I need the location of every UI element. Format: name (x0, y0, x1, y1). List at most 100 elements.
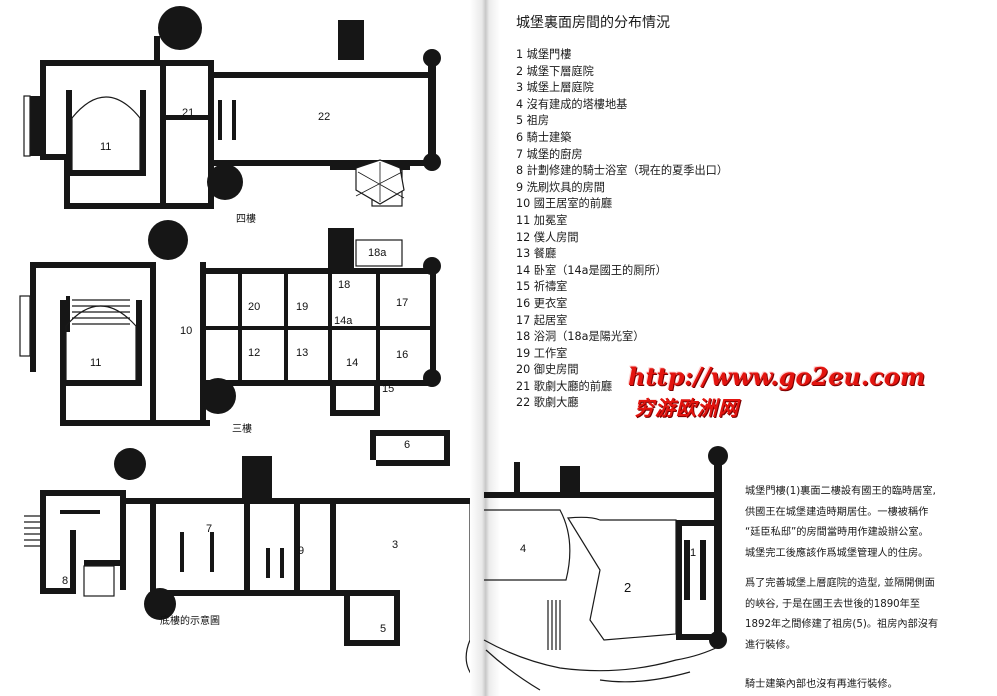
legend-item: 17 起居室 (516, 313, 568, 327)
room-label: 9 (298, 545, 304, 557)
floor-plans: 21 11 22 18a 18 20 19 17 10 14a 12 13 14… (19, 6, 477, 681)
paragraph-knights-house: 騎士建築內部也沒有再進行裝修。 (745, 675, 898, 696)
wall (294, 504, 300, 596)
wall (60, 366, 66, 426)
paragraph-bower: 爲了完善城堡上層庭院的造型, 並隔開側面 的峽谷, 于是在國王去世後的1890年… (745, 574, 938, 656)
paragraph-line: 供國王在城堡建造時期居住。一樓被稱作 (745, 506, 929, 518)
wall (428, 60, 436, 168)
room-label: 14 (346, 357, 358, 369)
wall (376, 274, 380, 380)
room-label: 18 (338, 279, 350, 291)
legend-item: 4 沒有建成的塔樓地基 (516, 97, 628, 111)
room-label: 11 (90, 357, 101, 369)
wall (66, 90, 72, 170)
room-label: 15 (382, 383, 394, 395)
wall (136, 300, 142, 380)
room-label: 20 (248, 301, 260, 313)
legend-item: 16 更衣室 (516, 296, 568, 310)
stair-tower (148, 220, 188, 260)
room-label: 12 (248, 347, 260, 359)
bay-window (355, 162, 405, 202)
paragraph-line: “廷臣私邸”的房間當時用作建設辦公室。 (745, 527, 929, 538)
wall (206, 268, 436, 274)
wall (338, 20, 364, 60)
wall (684, 540, 690, 600)
room-label: 11 (100, 141, 111, 153)
room-label: 4 (520, 543, 526, 555)
wall (140, 90, 146, 170)
paragraph-line: 的峽谷, 于是在國王去世後的1890年至 (745, 598, 921, 610)
watermark-name: 穷游欧洲网 (634, 396, 739, 420)
wall (30, 262, 36, 372)
wall (126, 498, 476, 504)
wall (484, 492, 720, 498)
wall (64, 154, 70, 209)
room-legend: 1 城堡門樓 2 城堡下層庭院 3 城堡上層庭院 4 沒有建成的塔樓地基 5 祖… (516, 47, 728, 412)
room-label: 6 (404, 439, 410, 451)
wall (150, 504, 156, 596)
legend-item: 3 城堡上層庭院 (516, 81, 594, 95)
wall (214, 160, 434, 166)
legend-item: 7 城堡的廚房 (516, 147, 583, 161)
legend-item: 22 歌劇大廳 (516, 396, 579, 410)
wall (214, 72, 434, 78)
room-label: 2 (624, 580, 631, 595)
stairs (24, 515, 40, 547)
wall (150, 262, 156, 426)
wall (40, 60, 160, 66)
room-label: 8 (62, 575, 68, 587)
wall (30, 96, 40, 156)
arch (71, 96, 141, 170)
paragraph-gatehouse: 城堡門樓(1)裏面二樓設有國王的臨時居室, 供國王在城堡建造時期居住。一樓被稱作… (745, 482, 936, 564)
corner-tower (423, 49, 441, 67)
stair-tower (114, 448, 146, 480)
legend-item: 14 卧室（14a是國王的厠所） (516, 263, 667, 277)
room-label: 22 (318, 111, 330, 123)
wall (330, 504, 336, 590)
wall (700, 540, 706, 600)
wall (40, 588, 76, 594)
wall (60, 300, 66, 380)
wall (560, 466, 580, 492)
terrain (483, 639, 721, 672)
paragraph-line: 進行裝修。 (745, 639, 796, 651)
room-label: 19 (296, 301, 308, 313)
legend-item: 13 餐廳 (516, 247, 557, 261)
corner-tower (708, 446, 728, 466)
wall (208, 60, 214, 209)
outline (83, 565, 115, 597)
legend-item: 10 國王居室的前廳 (516, 197, 613, 211)
wall (160, 60, 214, 66)
stair-tower (207, 164, 243, 200)
wall (84, 560, 120, 566)
wall (60, 380, 142, 386)
courtyard-edge (566, 516, 677, 641)
wall (350, 640, 400, 646)
wall (676, 520, 682, 640)
ground-floor-plan (40, 430, 476, 646)
wall (64, 203, 214, 209)
legend-title: 城堡裏面房間的分布情況 (516, 15, 670, 31)
outline (23, 95, 31, 157)
caption-ground-floor: 底樓的示意圖 (160, 614, 220, 627)
wall (676, 520, 716, 526)
wall (154, 36, 160, 66)
wall (180, 532, 184, 572)
outline (355, 239, 403, 267)
corner-tower (423, 257, 441, 275)
wall (70, 530, 76, 594)
wall (380, 326, 430, 330)
wall (330, 410, 380, 416)
wall (242, 456, 272, 498)
wall (150, 590, 300, 596)
room-label: 5 (380, 623, 386, 635)
terrain (485, 649, 691, 691)
fourth-floor-plan (30, 20, 436, 209)
wall (120, 490, 126, 590)
wall (40, 154, 70, 160)
wall (200, 262, 206, 426)
room-label: 16 (396, 349, 408, 361)
wall (66, 296, 70, 332)
legend-item: 21 歌劇大廳的前廳 (516, 379, 613, 393)
wall (370, 430, 376, 460)
